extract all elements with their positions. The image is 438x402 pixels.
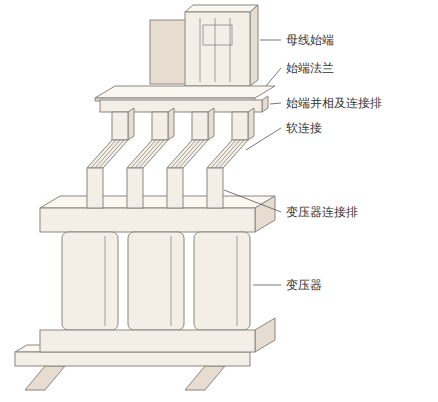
flexible-connection [127, 140, 168, 168]
transformer-body [255, 196, 275, 232]
transformer-body [237, 236, 238, 326]
flexible-connection [131, 140, 156, 168]
base-rail [25, 366, 65, 390]
connecting-bar [152, 112, 168, 140]
connecting-bar [112, 108, 254, 140]
transformer-body [105, 236, 106, 326]
transformer-body [128, 232, 184, 330]
base-rail [185, 366, 225, 390]
flange-plate [95, 86, 275, 98]
flexible-connection [99, 140, 124, 168]
flexible-connection [211, 140, 236, 168]
flexible-connection [87, 140, 248, 168]
flexible-connection [139, 140, 164, 168]
flexible-connection [215, 140, 240, 168]
busbar-end [250, 5, 258, 86]
transformer-body [62, 232, 118, 330]
flexible-connection [179, 140, 204, 168]
busbar-end [185, 12, 250, 86]
busbar-end [230, 18, 231, 82]
flange-plate [95, 86, 275, 101]
flexible-connection [91, 140, 116, 168]
leader-line [260, 40, 281, 41]
transformer-body [40, 330, 255, 352]
leader-line [253, 285, 281, 286]
flexible-connection [167, 140, 208, 168]
leader-line [224, 190, 281, 212]
busbar-end [215, 18, 216, 82]
transformer-body [255, 318, 275, 352]
transformer-body [171, 236, 172, 326]
connecting-bar [208, 108, 214, 140]
leader-line [246, 128, 281, 150]
connecting-bar [232, 112, 248, 140]
leader-line [266, 68, 281, 86]
callout-label: 始端并相及连接排 [285, 95, 383, 111]
flexible-connection [219, 140, 244, 168]
busbar-end [150, 20, 190, 84]
connecting-bar [100, 96, 268, 112]
flexible-connection [207, 140, 248, 168]
busbar-end [203, 25, 232, 45]
flexible-connection [87, 140, 128, 168]
flexible-connection [171, 140, 196, 168]
leader-line [270, 103, 281, 104]
connecting-bar [168, 108, 174, 140]
callout-label: 变压器连接排 [285, 204, 359, 220]
callout-label: 软连接 [285, 120, 323, 136]
connecting-bar [248, 108, 254, 140]
busbar-end [200, 18, 201, 82]
flexible-connection [135, 140, 160, 168]
transformer-bar [207, 168, 223, 208]
transformer-bar [87, 168, 223, 208]
transformer-body [40, 196, 275, 352]
connecting-bar [262, 96, 268, 112]
transformer-bar [127, 168, 143, 208]
busbar-end [185, 5, 258, 12]
transformer-bar [87, 168, 103, 208]
transformer-body [194, 232, 250, 330]
busbar-end [150, 5, 258, 86]
connecting-bar [192, 112, 208, 140]
transformer-bar [167, 168, 183, 208]
connecting-bar [128, 108, 134, 140]
callout-label: 始端法兰 [285, 60, 335, 76]
connecting-bar [100, 100, 262, 112]
callout-label: 变压器 [285, 277, 323, 293]
flexible-connection [95, 140, 120, 168]
connecting-bar [112, 112, 128, 140]
flexible-connection [175, 140, 200, 168]
leader-line [224, 40, 281, 285]
base-rail [15, 352, 250, 366]
callout-label: 母线始端 [285, 32, 335, 48]
transformer-body [40, 196, 275, 208]
transformer-body [40, 208, 255, 232]
